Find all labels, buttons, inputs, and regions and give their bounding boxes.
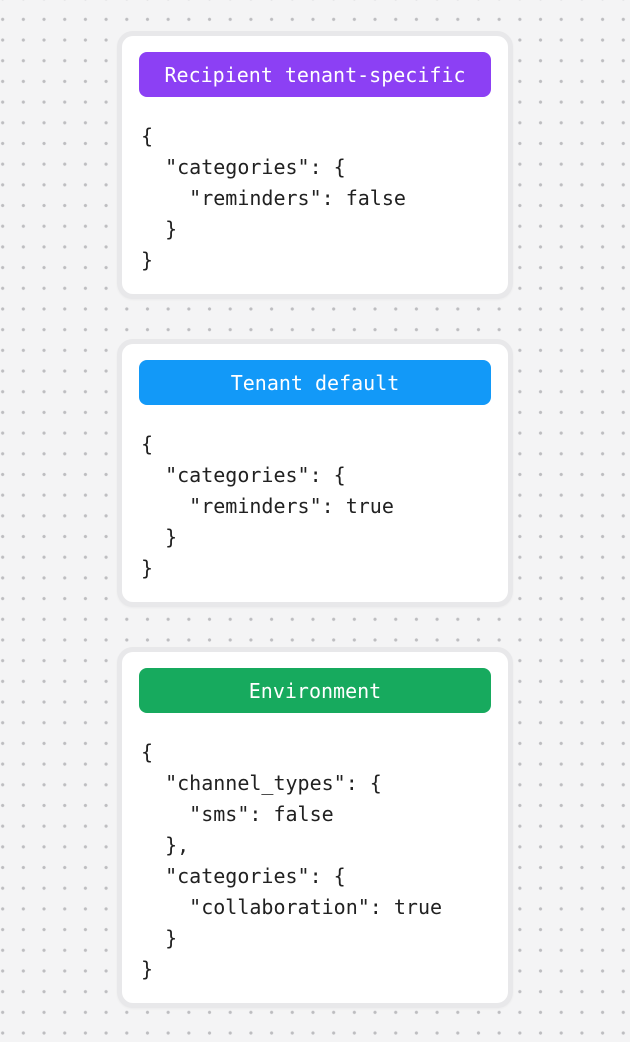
badge-environment: Environment bbox=[139, 668, 491, 713]
badge-recipient-tenant-specific: Recipient tenant-specific bbox=[139, 52, 491, 97]
code-block-environment: { "channel_types": { "sms": false }, "ca… bbox=[141, 740, 443, 981]
card-recipient-tenant-specific: Recipient tenant-specific { "categories"… bbox=[117, 31, 513, 299]
card-tenant-default: Tenant default { "categories": { "remind… bbox=[117, 339, 513, 607]
card-environment: Environment { "channel_types": { "sms": … bbox=[117, 647, 513, 1008]
badge-tenant-default: Tenant default bbox=[139, 360, 491, 405]
code-block-recipient-tenant-specific: { "categories": { "reminders": false } } bbox=[141, 124, 406, 272]
code-block-tenant-default: { "categories": { "reminders": true } } bbox=[141, 432, 394, 580]
